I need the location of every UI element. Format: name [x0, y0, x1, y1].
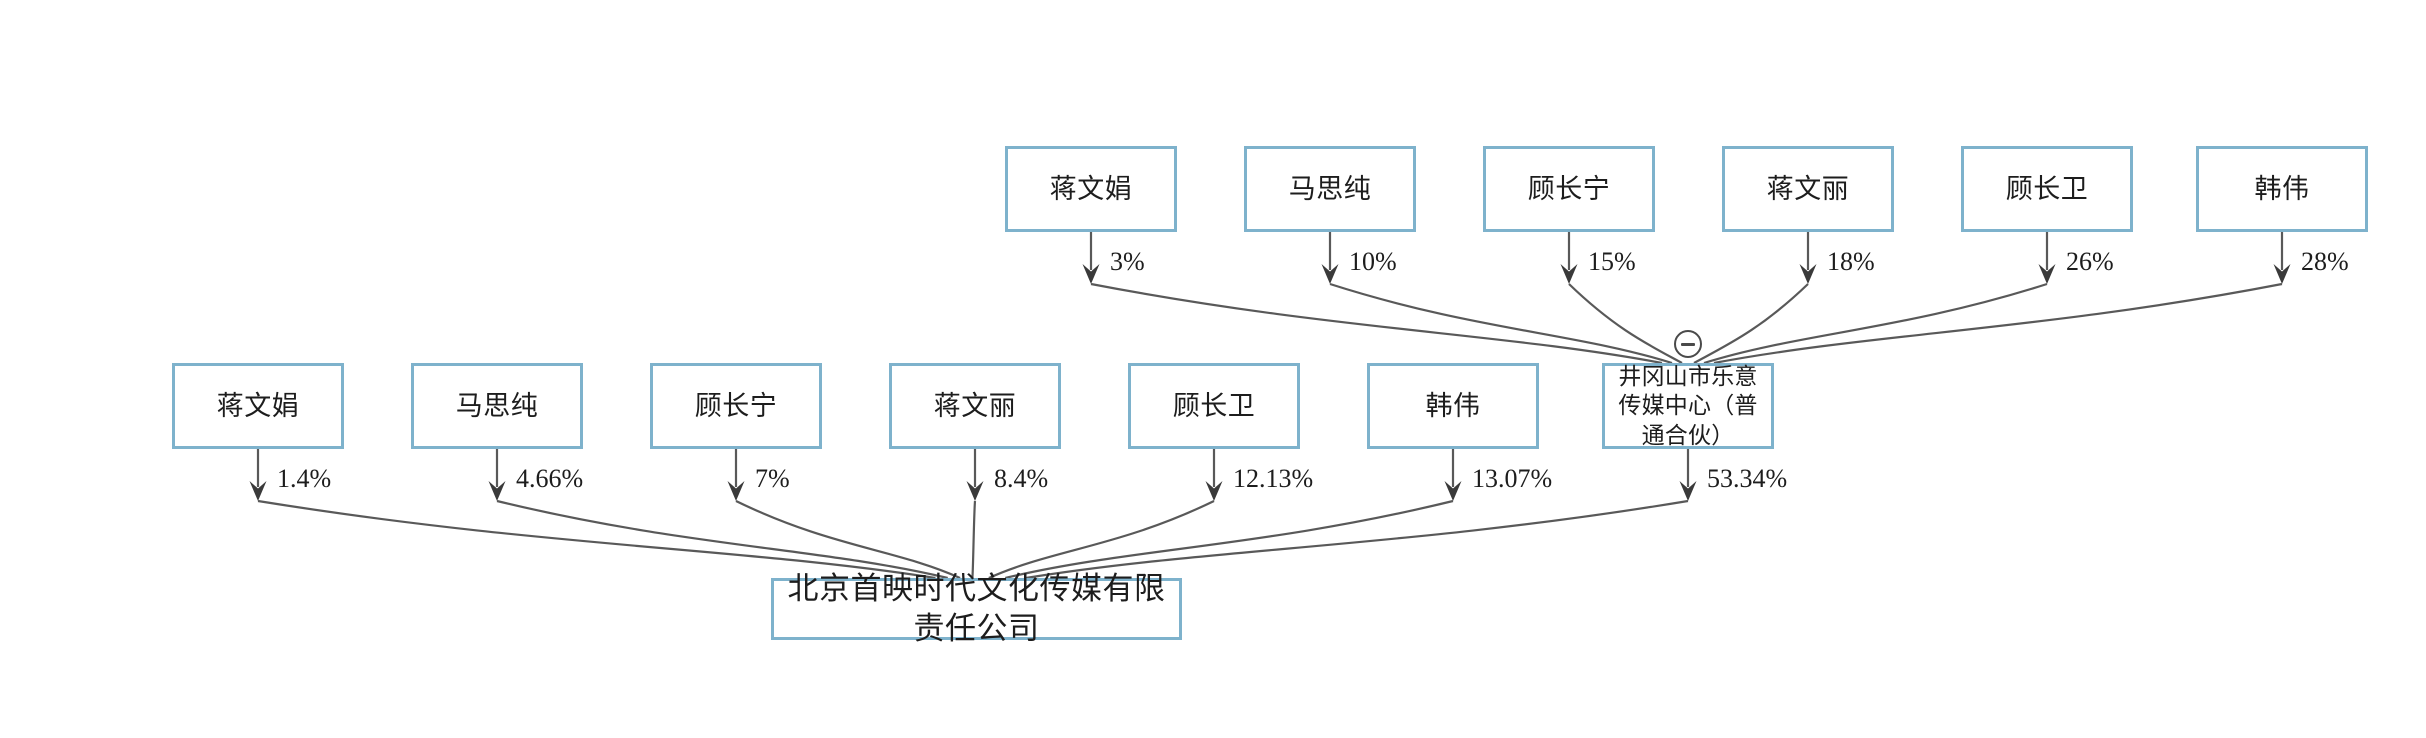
- direct-edge-curve-1: [257, 499, 936, 580]
- upper-edge-arrowhead-2: [1321, 264, 1339, 284]
- upper-holder-label: 马思纯: [1288, 173, 1372, 204]
- upper-edge-percent-6: 28%: [2301, 247, 2349, 276]
- company-label: 北京首映时代文化传媒有限责任公司: [787, 571, 1166, 646]
- upper-edge-curve-2: [1329, 282, 1673, 365]
- direct-holder-label: 顾长宁: [694, 390, 778, 421]
- upper-holder-box-5[interactable]: 顾长卫: [1961, 146, 2133, 232]
- upper-edge-arrowhead-1: [1082, 264, 1100, 284]
- direct-edge-percent-6: 13.07%: [1472, 464, 1553, 493]
- upper-holder-label: 顾长卫: [2005, 173, 2089, 204]
- upper-holder-label: 蒋文娟: [1049, 173, 1133, 204]
- upper-edge-arrowhead-3: [1560, 264, 1578, 284]
- direct-holder-label: 顾长卫: [1172, 390, 1256, 421]
- upper-edge-percent-5: 26%: [2066, 247, 2114, 276]
- direct-edge-percent-2: 4.66%: [516, 464, 584, 493]
- direct-edge-arrowhead-1: [249, 481, 267, 501]
- direct-holder-box-2[interactable]: 马思纯: [411, 363, 583, 449]
- direct-edge-arrowhead-2: [488, 481, 506, 501]
- upper-edge-percent-3: 15%: [1588, 247, 1636, 276]
- partnership-node[interactable]: 井冈山市乐意传媒中心（普通合伙）: [1602, 363, 1774, 449]
- direct-edge-percent-5: 12.13%: [1233, 464, 1314, 493]
- upper-edge-curve-3: [1568, 283, 1683, 364]
- direct-edge-curve-2: [496, 499, 948, 580]
- upper-holder-label: 韩伟: [2254, 173, 2310, 204]
- upper-holder-box-4[interactable]: 蒋文丽: [1722, 146, 1894, 232]
- upper-holder-box-6[interactable]: 韩伟: [2196, 146, 2368, 232]
- upper-edge-arrowhead-4: [1799, 264, 1817, 284]
- upper-edge-arrowhead-5: [2038, 264, 2056, 284]
- company-node[interactable]: 北京首映时代文化传媒有限责任公司: [771, 571, 1182, 646]
- minus-circle-icon[interactable]: [1674, 330, 1702, 358]
- upper-holder-label: 蒋文丽: [1766, 173, 1850, 204]
- direct-holder-box-5[interactable]: 顾长卫: [1128, 363, 1300, 449]
- direct-holder-box-4[interactable]: 蒋文丽: [889, 363, 1061, 449]
- upper-edge-curve-5: [1703, 282, 2048, 365]
- direct-edge-curve-7: [1025, 499, 1689, 580]
- direct-edge-percent-1: 1.4%: [277, 464, 332, 493]
- upper-edge-percent-4: 18%: [1827, 247, 1875, 276]
- direct-edge-curve-5: [988, 500, 1215, 580]
- upper-holder-box-3[interactable]: 顾长宁: [1483, 146, 1655, 232]
- direct-holder-box-1[interactable]: 蒋文娟: [172, 363, 344, 449]
- upper-edge-curve-4: [1693, 283, 1809, 364]
- direct-edge-arrowhead-7: [1679, 481, 1697, 501]
- partnership-label: 井冈山市乐意传媒中心（普通合伙）: [1618, 363, 1758, 448]
- direct-holder-label: 蒋文丽: [933, 390, 1017, 421]
- direct-edge-arrowhead-3: [727, 481, 745, 501]
- direct-edge-percent-4: 8.4%: [994, 464, 1049, 493]
- minus-bar: [1681, 342, 1695, 346]
- upper-holder-box-2[interactable]: 马思纯: [1244, 146, 1416, 232]
- partnership-edge-percent: 53.34%: [1707, 464, 1788, 493]
- direct-holder-box-3[interactable]: 顾长宁: [650, 363, 822, 449]
- direct-edge-percent-3: 7%: [755, 464, 790, 493]
- direct-edge-arrowhead-6: [1444, 481, 1462, 501]
- direct-edge-curve-6: [1005, 499, 1454, 580]
- direct-holder-box-6[interactable]: 韩伟: [1367, 363, 1539, 449]
- direct-holder-label: 马思纯: [455, 390, 539, 421]
- direct-holder-label: 韩伟: [1425, 390, 1481, 421]
- upper-edge-arrowhead-6: [2273, 264, 2291, 284]
- direct-edge-curve-3: [735, 500, 961, 580]
- upper-edge-curve-6: [1713, 282, 2283, 365]
- direct-edge-curve-4: [971, 500, 977, 579]
- upper-holder-box-1[interactable]: 蒋文娟: [1005, 146, 1177, 232]
- direct-holder-label: 蒋文娟: [216, 390, 300, 421]
- upper-edge-curve-1: [1090, 282, 1663, 365]
- direct-edge-arrowhead-4: [966, 481, 984, 501]
- upper-holder-label: 顾长宁: [1527, 173, 1611, 204]
- upper-edge-percent-1: 3%: [1110, 247, 1145, 276]
- direct-edge-arrowhead-5: [1205, 481, 1223, 501]
- upper-edge-percent-2: 10%: [1349, 247, 1397, 276]
